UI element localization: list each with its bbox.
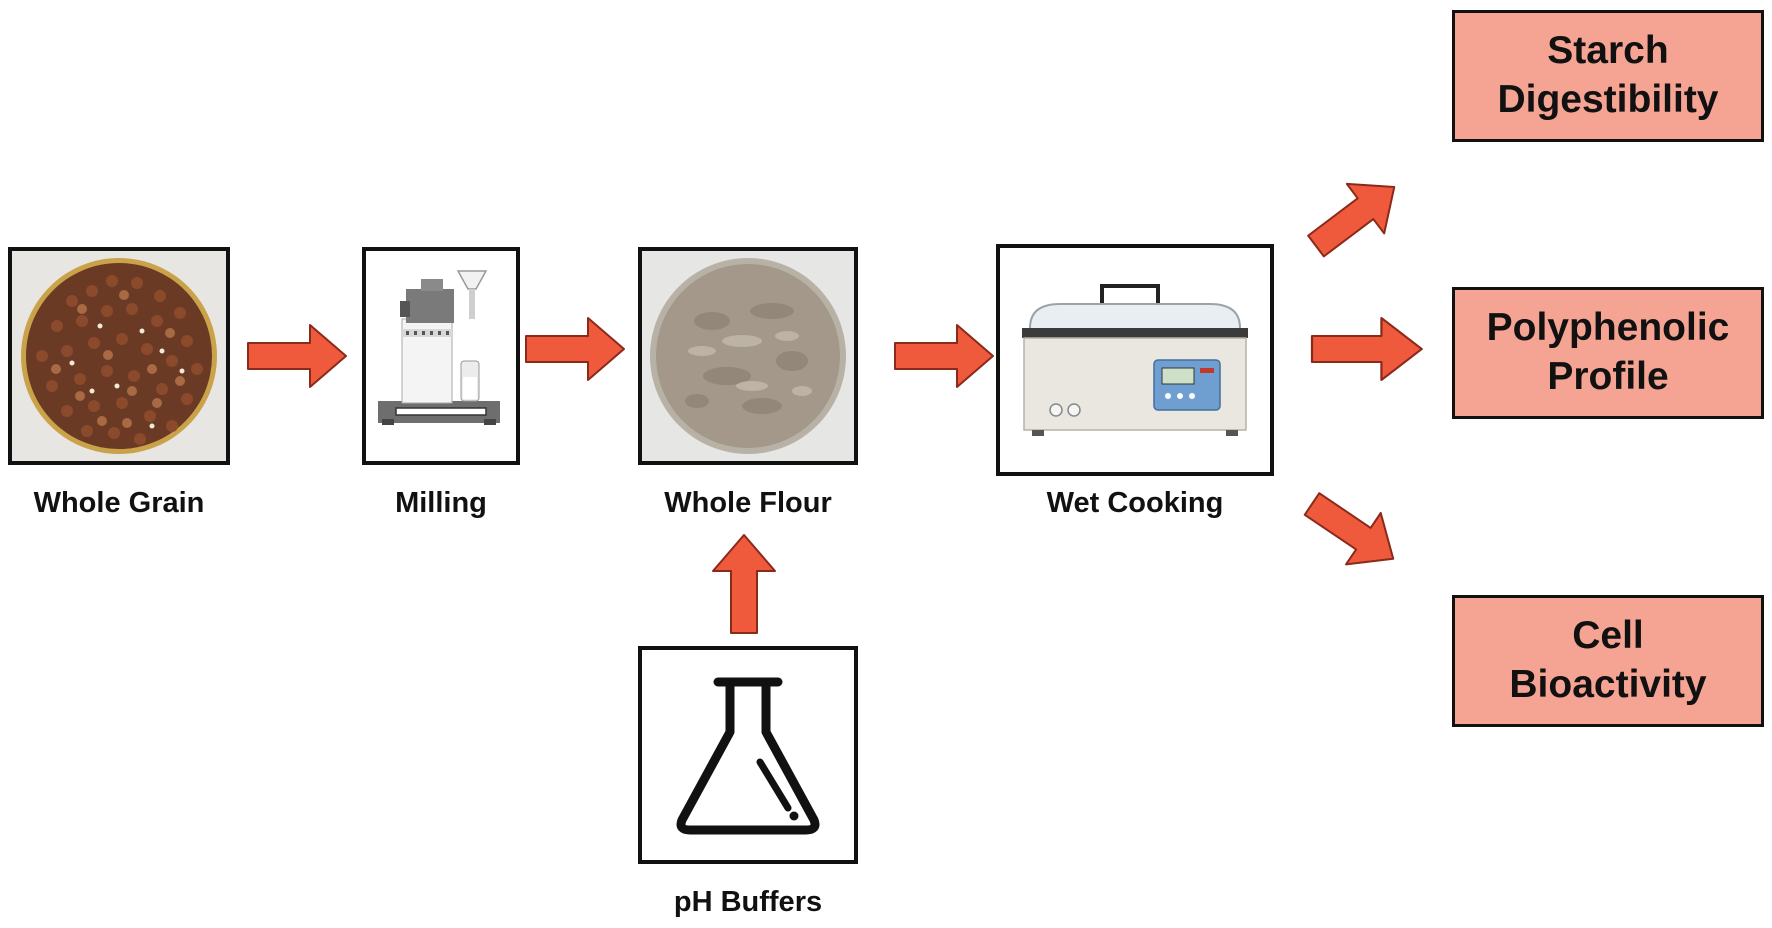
outcome-starch-line2: Digestibility [1497,78,1719,121]
flour-dish-photo [642,251,854,461]
wet-cooking-image [996,244,1274,476]
outcome-starch-digestibility: Starch Digestibility [1452,10,1764,142]
outcome-polyphenolic-line2: Profile [1547,355,1669,398]
arrow-cooking-to-bioactivity [1293,477,1412,586]
outcome-polyphenolic-profile: Polyphenolic Profile [1452,287,1764,419]
outcome-polyphenolic-line1: Polyphenolic [1486,306,1730,350]
wet-cooking-label: Wet Cooking [1046,487,1224,519]
arrow-flour-to-cooking [894,324,994,388]
arrow-cooking-to-polyphenolic [1310,316,1423,382]
milling-image [362,247,520,465]
outcome-starch-line1: Starch [1547,29,1669,73]
outcome-cell-line2: Bioactivity [1509,663,1707,706]
arrow-milling-to-flour [525,317,625,381]
flask-icon [642,650,854,860]
outcome-cell-line1: Cell [1572,614,1644,658]
whole-flour-label: Whole Flour [664,487,832,519]
arrow-buffers-to-flour [712,534,776,634]
ph-buffers-label: pH Buffers [673,886,823,918]
whole-grain-label: Whole Grain [33,487,205,519]
mill-machine-icon [366,251,516,461]
ph-buffers-image [638,646,858,864]
whole-flour-image [638,247,858,465]
outcome-cell-bioactivity: Cell Bioactivity [1452,595,1764,727]
arrow-grain-to-milling [247,324,347,388]
whole-grain-image [8,247,230,465]
arrow-cooking-to-starch [1296,161,1414,272]
milling-label: Milling [395,487,487,519]
whole-grain-photo [12,251,226,461]
water-bath-icon [1000,248,1270,472]
